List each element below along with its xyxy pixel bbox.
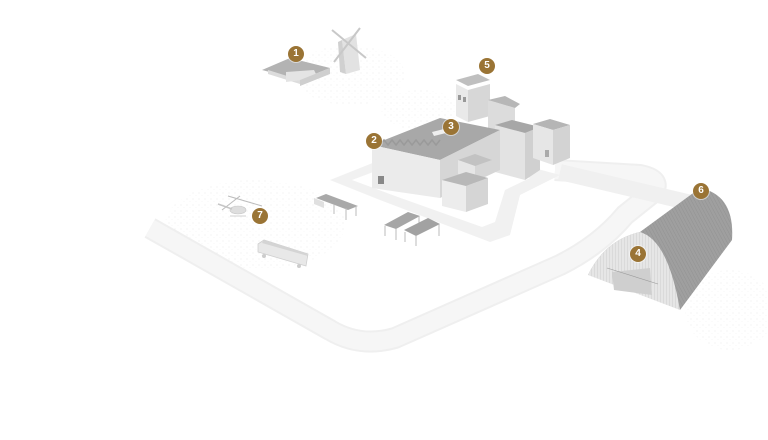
marker-3[interactable]: 3 [443,119,459,135]
hangar[interactable] [588,188,733,310]
marker-6[interactable]: 6 [693,183,709,199]
bus[interactable] [257,239,309,268]
shelter-1[interactable] [314,194,358,220]
farmhouse[interactable] [262,58,330,86]
ground-texture [165,45,768,350]
windmill[interactable] [331,27,367,74]
marker-1[interactable]: 1 [288,46,304,62]
helicopter[interactable] [217,195,263,217]
shelter-3[interactable] [404,218,440,246]
marker-5[interactable]: 5 [479,58,495,74]
marker-7[interactable]: 7 [252,208,268,224]
fortress-front-tower[interactable] [442,154,492,212]
road [144,159,702,353]
marker-2[interactable]: 2 [366,133,382,149]
watchtower[interactable] [456,74,490,122]
marker-4[interactable]: 4 [630,246,646,262]
